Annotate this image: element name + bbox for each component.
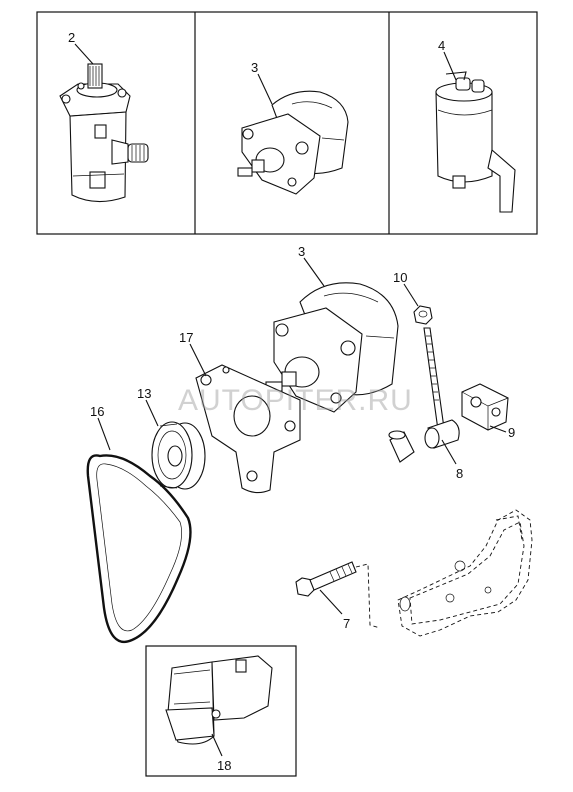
leader-18 bbox=[211, 733, 223, 757]
leader-8 bbox=[441, 439, 457, 465]
callout-3-small: 3 bbox=[251, 60, 258, 75]
callout-13: 13 bbox=[137, 386, 151, 401]
callout-2: 2 bbox=[68, 30, 75, 45]
callout-3-large: 3 bbox=[298, 244, 305, 259]
watermark-text: AUTOPITER.RU bbox=[178, 384, 413, 417]
callout-18: 18 bbox=[217, 758, 231, 773]
leader-10 bbox=[403, 283, 419, 307]
part-7-bolt bbox=[295, 561, 381, 629]
callout-17: 17 bbox=[179, 330, 193, 345]
part-13-pulley bbox=[151, 421, 206, 490]
callout-10: 10 bbox=[393, 270, 407, 285]
leader-3a bbox=[257, 73, 273, 105]
callout-9: 9 bbox=[508, 425, 515, 440]
callout-8: 8 bbox=[456, 466, 463, 481]
part-3-pump-large bbox=[265, 282, 399, 413]
leader-lines bbox=[74, 43, 507, 757]
part-4-reservoir bbox=[435, 71, 516, 213]
leader-17 bbox=[189, 343, 207, 377]
leader-4 bbox=[443, 51, 457, 81]
callout-numbers: 2 3 4 3 10 17 13 16 8 9 7 18 bbox=[68, 30, 515, 773]
leader-16 bbox=[97, 417, 111, 451]
leader-2 bbox=[74, 43, 94, 65]
part-9-block bbox=[461, 383, 509, 431]
leader-9 bbox=[489, 425, 507, 433]
callout-4: 4 bbox=[438, 38, 445, 53]
top-panel-frame bbox=[36, 11, 538, 235]
leader-3b bbox=[303, 257, 325, 287]
part-16-belt bbox=[86, 454, 192, 643]
top-panels bbox=[36, 11, 538, 235]
part-8-collar bbox=[388, 419, 460, 463]
adjusting-rod bbox=[423, 327, 445, 431]
part-10-nut bbox=[413, 305, 433, 325]
part-18-frame bbox=[145, 645, 297, 777]
leader-7 bbox=[319, 589, 343, 615]
part-3-pump-small bbox=[237, 90, 349, 195]
callout-7: 7 bbox=[343, 616, 350, 631]
leader-13 bbox=[145, 399, 159, 427]
part-2-gear-box bbox=[59, 63, 149, 203]
part-18-panel bbox=[145, 645, 297, 777]
callout-16: 16 bbox=[90, 404, 104, 419]
engine-bracket bbox=[397, 509, 533, 637]
